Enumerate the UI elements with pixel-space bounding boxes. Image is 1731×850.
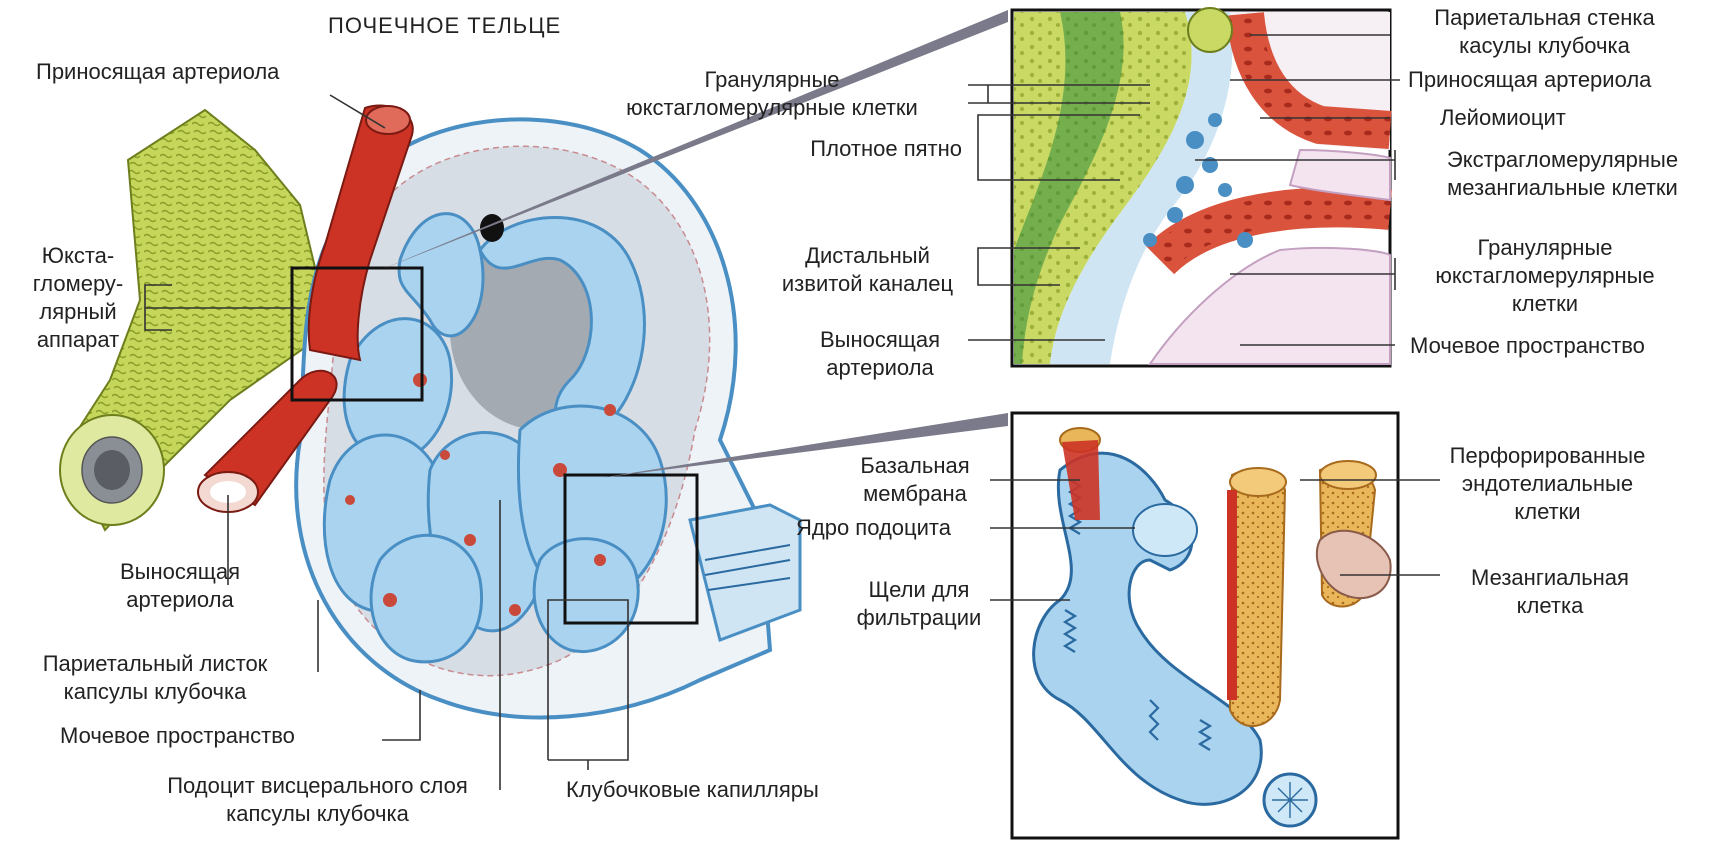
label-leiomyocyte: Лейомиоцит [1440,104,1566,132]
label-mesangial-cell: Мезангиальная клетка [1450,564,1650,620]
label-distal-tubule: Дистальный извитой каналец [770,242,965,298]
label-podocyte-visceral: Подоцит висцерального слоя капсулы клубо… [120,772,515,828]
label-filtration-slits: Щели для фильтрации [848,576,990,632]
label-efferent-arteriole-inset: Выносящая артериола [800,326,960,382]
capillary-inset [1012,413,1398,838]
label-afferent-arteriole: Приносящая артериола [36,58,279,86]
label-extraglomerular-mesangial: Экстрагломерулярные мезангиальные клетки [1405,146,1720,202]
label-basal-membrane: Базальная мембрана [840,452,990,508]
jga-inset [1012,8,1390,366]
label-podocyte-nucleus: Ядро подоцита [796,514,951,542]
renal-corpuscle [60,106,800,718]
label-glomerular-capillaries: Клубочковые капилляры [566,776,819,804]
label-afferent-arteriole-inset: Приносящая артериола [1408,66,1651,94]
label-granular-jg-cells-left: Гранулярные юкстагломерулярные клетки [582,66,962,122]
label-macula-densa: Плотное пятно [700,135,962,163]
podocyte-nucleus [1133,504,1197,556]
label-perforated-endothelial: Перфорированные эндотелиальные клетки [1440,442,1655,526]
diagram-title: ПОЧЕЧНОЕ ТЕЛЬЦЕ [328,12,561,40]
endothelial-tube [1230,470,1285,726]
label-parietal-layer: Париетальный листок капсулы клубочка [10,650,300,706]
label-juxtaglomerular-apparatus: Юкста- гломеру- лярный аппарат [18,242,138,354]
label-efferent-arteriole: Выносящая артериола [85,558,275,614]
label-granular-jg-cells-right: Гранулярные юкстагломерулярные клетки [1405,234,1685,318]
label-urinary-space: Мочевое пространство [60,722,295,750]
label-parietal-wall: Париетальная стенка касулы клубочка [1392,4,1697,60]
label-urinary-space-inset: Мочевое пространство [1410,332,1645,360]
